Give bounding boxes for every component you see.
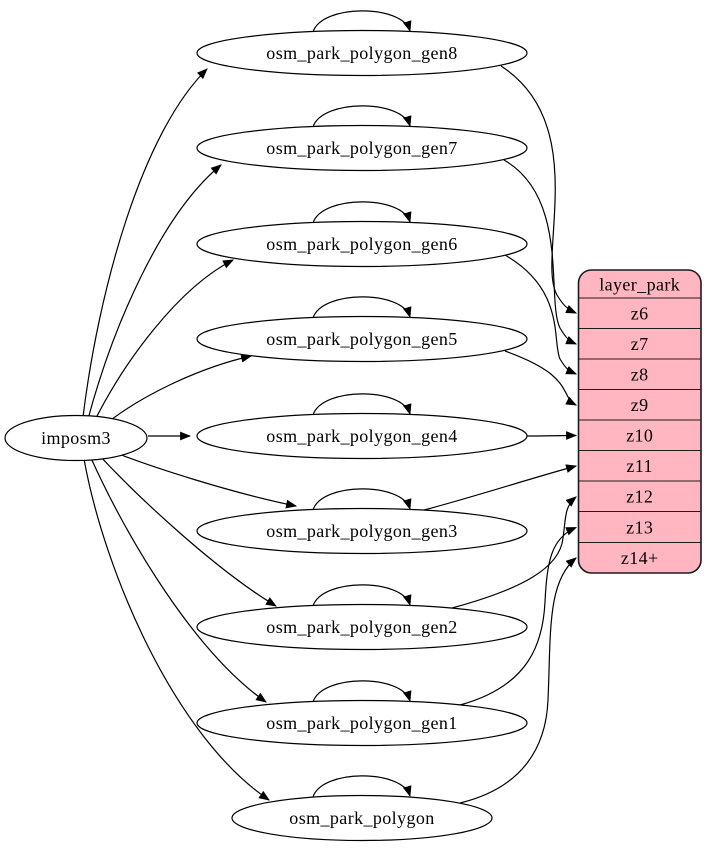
self-loop-polygon	[312, 775, 412, 798]
layer-park-row-z7: z7	[631, 334, 649, 354]
edge-gen6-to-z8	[504, 254, 578, 375]
edge-imposm3-to-gen8	[82, 68, 208, 418]
edges-to-layer-rows	[423, 65, 578, 804]
node-osm-park-polygon-gen6: osm_park_polygon_gen6	[196, 220, 528, 268]
gen2-label: osm_park_polygon_gen2	[266, 617, 457, 637]
edge-imposm3-to-polygon	[83, 458, 270, 801]
self-loop-gen5	[312, 296, 412, 319]
self-loop-gen4	[312, 393, 412, 416]
edge-gen8-to-z6	[500, 65, 578, 314]
layer-park-body	[577, 269, 702, 574]
self-loop-gen6	[312, 201, 412, 224]
edge-gen2-to-z12	[451, 496, 577, 609]
imposm3-ellipse	[4, 414, 148, 462]
edge-imposm3-to-gen5	[101, 353, 253, 428]
self-loop-edges	[312, 10, 412, 798]
edge-imposm3-to-gen2	[98, 454, 277, 607]
layer-park-row-z12: z12	[626, 487, 653, 507]
layer-park-header: layer_park	[599, 275, 680, 295]
gen8-ellipse	[196, 29, 528, 77]
gen4-label: osm_park_polygon_gen4	[266, 426, 457, 446]
edge-gen3-to-z11	[423, 464, 578, 511]
gen3-label: osm_park_polygon_gen3	[266, 521, 457, 541]
layer-park-row-z9: z9	[631, 395, 649, 415]
gen5-label: osm_park_polygon_gen5	[266, 329, 457, 349]
node-osm-park-polygon-gen4: osm_park_polygon_gen4	[196, 412, 528, 460]
layer-park-row-z11: z11	[626, 456, 653, 476]
gen6-label: osm_park_polygon_gen6	[266, 234, 457, 254]
layer-park-row-z6: z6	[631, 304, 649, 324]
gen7-label: osm_park_polygon_gen7	[266, 138, 457, 158]
self-loop-gen3	[312, 488, 412, 511]
gen4-ellipse	[196, 412, 528, 460]
edge-gen4-to-z10	[526, 431, 578, 440]
edge-imposm3-to-gen1	[90, 457, 267, 703]
self-loop-gen8	[312, 10, 412, 33]
node-layer-park: layer_park z6 z7 z8 z9 z10 z11 z12 z13 z…	[577, 269, 702, 574]
layer-park-row-z10: z10	[626, 426, 653, 446]
polygon-ellipse	[231, 794, 493, 842]
node-osm-park-polygon-gen7: osm_park_polygon_gen7	[196, 124, 528, 172]
gen1-ellipse	[196, 699, 528, 747]
gen6-ellipse	[196, 220, 528, 268]
gen3-ellipse	[196, 507, 528, 555]
layer-park-row-z13: z13	[626, 518, 653, 538]
node-osm-park-polygon: osm_park_polygon	[231, 794, 493, 842]
gen1-label: osm_park_polygon_gen1	[266, 713, 457, 733]
edge-imposm3-to-gen7	[87, 164, 222, 420]
layer-park-row-z14plus: z14+	[621, 548, 659, 568]
gen7-ellipse	[196, 124, 528, 172]
edge-gen1-to-z13	[459, 526, 578, 706]
node-osm-park-polygon-gen1: osm_park_polygon_gen1	[196, 699, 528, 747]
self-loop-gen1	[312, 680, 412, 703]
edges-from-imposm3	[82, 68, 298, 801]
gen2-ellipse	[196, 603, 528, 651]
edge-gen7-to-z7	[503, 159, 578, 345]
layer-park-row-z8: z8	[631, 365, 649, 385]
edge-imposm3-to-gen3	[105, 448, 298, 509]
edge-imposm3-to-gen6	[93, 259, 234, 423]
self-loop-gen2	[312, 584, 412, 607]
node-osm-park-polygon-gen2: osm_park_polygon_gen2	[196, 603, 528, 651]
node-osm-park-polygon-gen5: osm_park_polygon_gen5	[196, 315, 528, 363]
gen8-label: osm_park_polygon_gen8	[266, 43, 457, 63]
imposm3-label: imposm3	[41, 428, 111, 448]
node-osm-park-polygon-gen8: osm_park_polygon_gen8	[196, 29, 528, 77]
gen5-ellipse	[196, 315, 528, 363]
edge-polygon-to-z14plus	[459, 557, 577, 804]
edge-gen5-to-z9	[504, 350, 577, 406]
self-loop-gen7	[312, 105, 412, 128]
polygon-label: osm_park_polygon	[289, 808, 434, 828]
node-imposm3: imposm3	[4, 414, 148, 462]
node-osm-park-polygon-gen3: osm_park_polygon_gen3	[196, 507, 528, 555]
